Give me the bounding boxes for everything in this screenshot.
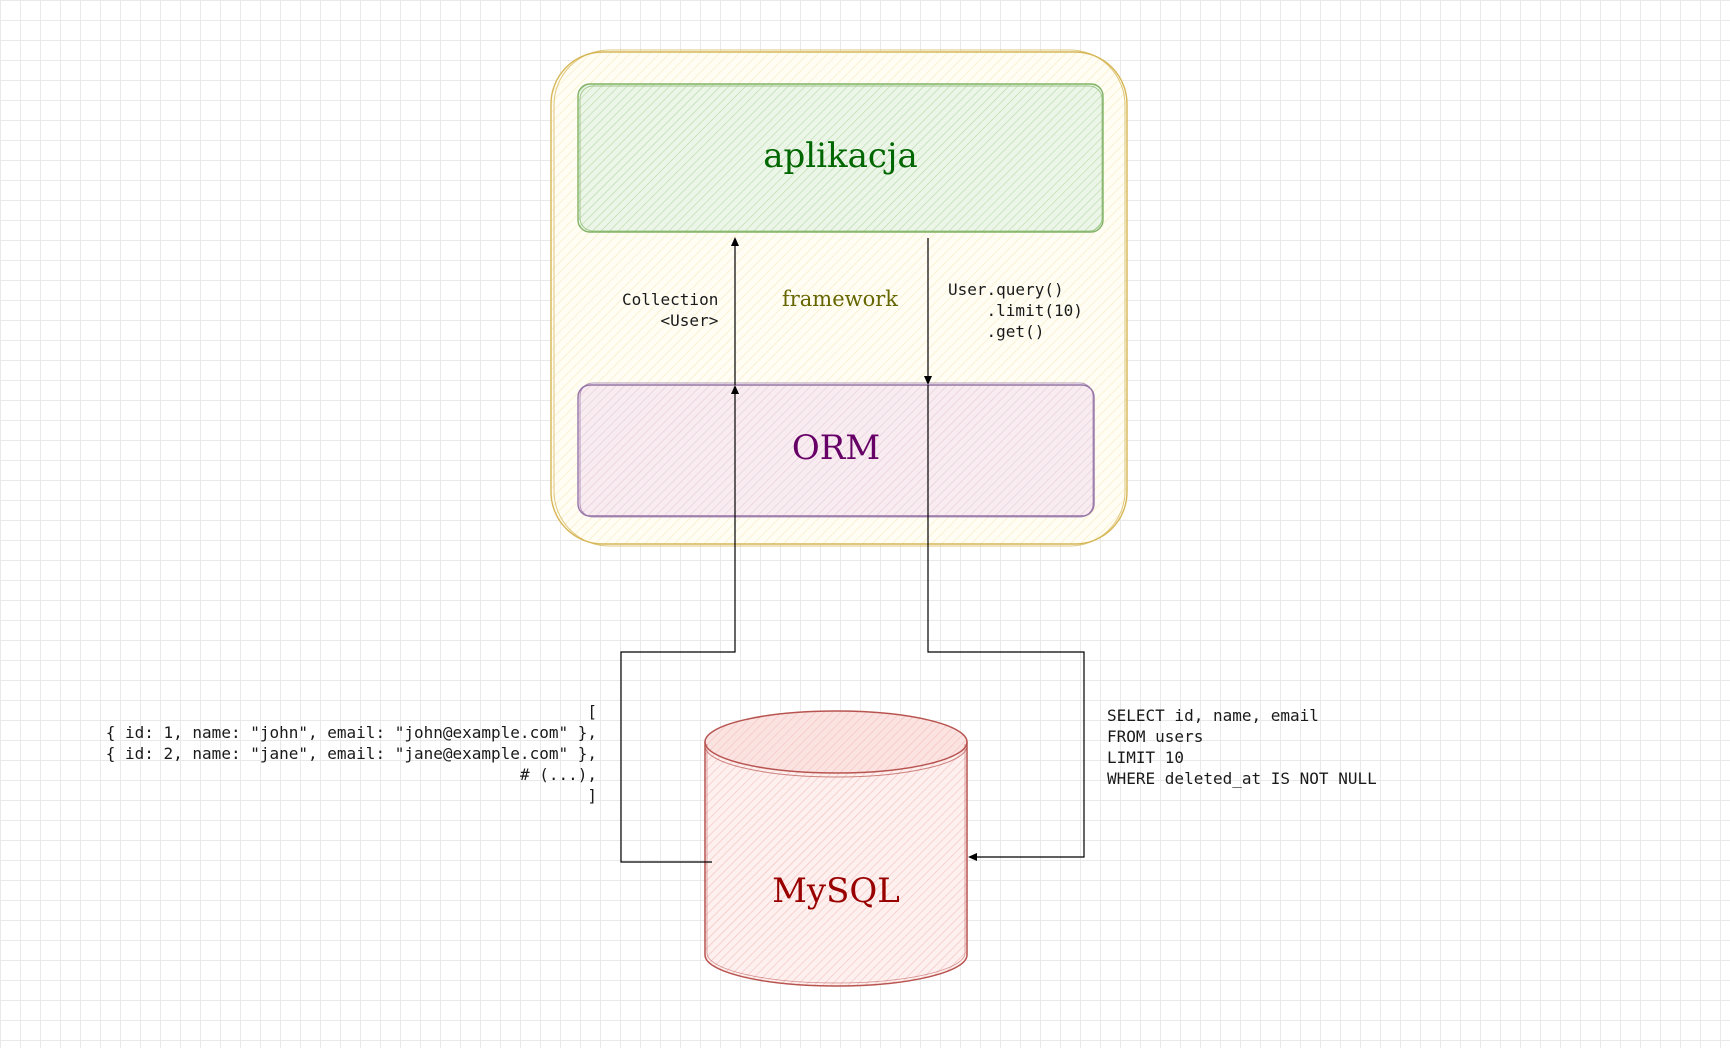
sql-edge-label: SELECT id, name, email FROM users LIMIT … xyxy=(1107,706,1377,788)
mysql-label: MySQL xyxy=(772,871,900,911)
edge-result-db-to-orm xyxy=(620,385,739,863)
app-label: aplikacja xyxy=(763,136,918,176)
framework-label: framework xyxy=(781,287,899,311)
edge-sql-orm-to-db xyxy=(927,385,1085,861)
app-box xyxy=(577,83,1104,233)
collection-edge-label: Collection <User> xyxy=(622,290,719,330)
orm-label: ORM xyxy=(791,428,881,468)
mysql-cylinder xyxy=(704,710,968,987)
edge-collection-orm-to-app xyxy=(731,237,739,385)
result-edge-label: [ { id: 1, name: "john", email: "john@ex… xyxy=(105,702,597,805)
orm-box xyxy=(577,382,1095,518)
query-edge-label: User.query() .limit(10) .get() xyxy=(948,280,1083,341)
edge-query-app-to-orm xyxy=(924,238,932,385)
